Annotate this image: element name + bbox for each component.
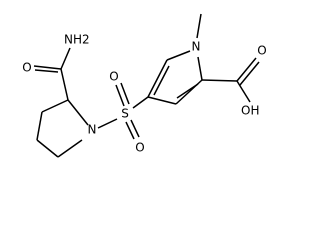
bond bbox=[120, 82, 130, 105]
atom-label-pyrrolidine-n: N bbox=[88, 123, 97, 137]
bond bbox=[125, 121, 135, 140]
bond bbox=[176, 83, 199, 99]
atom-label-sulfur: S bbox=[121, 107, 129, 121]
structure-canvas: NH2 O N S O O N O OH bbox=[22, 13, 267, 158]
bond bbox=[36, 111, 43, 141]
bond bbox=[34, 69, 59, 73]
bond bbox=[97, 118, 118, 129]
bond bbox=[33, 65, 62, 70]
bond bbox=[175, 79, 203, 105]
bond bbox=[166, 50, 191, 61]
atom-label-sulfonyl-o-bottom: O bbox=[135, 141, 144, 155]
bond bbox=[67, 99, 89, 126]
bond bbox=[201, 79, 238, 82]
bond bbox=[115, 84, 125, 107]
bond bbox=[36, 139, 59, 158]
bond bbox=[236, 80, 251, 103]
atom-label-sulfonyl-o-top: O bbox=[109, 70, 118, 84]
chemical-structure: NH2 O N S O O N O OH bbox=[22, 13, 267, 158]
bond bbox=[236, 57, 257, 82]
bond bbox=[41, 99, 69, 113]
atom-label-acid-oh: OH bbox=[241, 104, 259, 118]
bond bbox=[239, 61, 260, 86]
atom-label-pyrrole-n: N bbox=[192, 40, 201, 54]
bond bbox=[197, 56, 203, 81]
bond bbox=[147, 96, 177, 105]
bond bbox=[132, 96, 149, 109]
bond bbox=[60, 47, 71, 70]
atom-label-amide-o: O bbox=[22, 61, 31, 75]
bond bbox=[130, 119, 140, 138]
bond bbox=[57, 139, 83, 158]
atom-label-acid-o: O bbox=[257, 44, 266, 58]
bond bbox=[196, 13, 202, 39]
atom-label-nh2: NH2 bbox=[64, 33, 90, 47]
bond bbox=[153, 65, 170, 96]
bond bbox=[60, 68, 69, 101]
bond bbox=[147, 59, 168, 98]
